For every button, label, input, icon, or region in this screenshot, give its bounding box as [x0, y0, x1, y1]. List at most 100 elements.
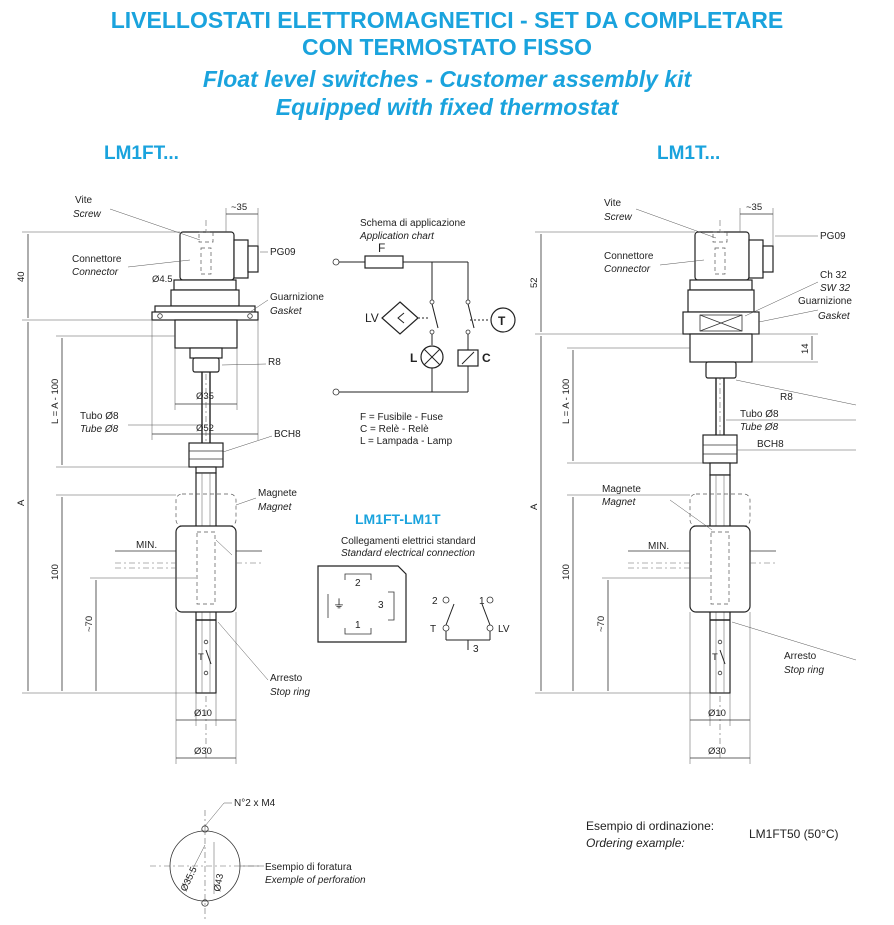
flange-note-en: Exemple of perforation: [265, 875, 366, 886]
left-tube-it: Tubo Ø8: [80, 411, 119, 422]
right-a: A: [529, 503, 540, 510]
right-connector: [694, 231, 750, 281]
left-d35: Ø35: [196, 391, 214, 402]
right-sw32: SW 32: [820, 283, 850, 294]
right-la: L = A - 100: [561, 379, 572, 424]
ground-icon: ⏚: [333, 597, 345, 611]
wiring-section: LM1FT-LM1T Collegamenti elettrici standa…: [317, 511, 510, 655]
app-chart-l: L: [410, 351, 417, 365]
left-screw-en: Screw: [73, 209, 102, 220]
title-italian-line1: LIVELLOSTATI ELETTROMAGNETICI - SET DA C…: [110, 7, 784, 33]
fuse-symbol: [364, 255, 404, 269]
right-screw-it: Vite: [604, 198, 621, 209]
right-stop-en: Stop ring: [784, 665, 824, 676]
flange-d43: Ø43: [212, 873, 226, 893]
right-magnet-en: Magnet: [602, 497, 637, 508]
right-h70: ~70: [596, 616, 607, 632]
switch-t: T: [430, 624, 436, 635]
right-stop-it: Arresto: [784, 651, 817, 662]
left-magnet-en: Magnet: [258, 502, 293, 513]
pin-2: 2: [355, 578, 361, 589]
app-chart-title-it: Schema di applicazione: [360, 218, 466, 229]
title-english-line1: Float level switches - Customer assembly…: [202, 66, 692, 92]
right-h52: 52: [529, 277, 540, 288]
left-pg09-gland: [233, 239, 249, 279]
left-gasket-en: Gasket: [270, 306, 303, 317]
model-left-label: LM1FT...: [104, 143, 179, 164]
flange-d355: Ø35.5: [179, 865, 200, 893]
left-tube-en: Tube Ø8: [80, 424, 119, 435]
lv-sensor-symbol: [381, 301, 419, 335]
left-gasket-it: Guarnizione: [270, 292, 324, 303]
model-right-label: LM1T...: [657, 143, 721, 164]
left-connector-it: Connettore: [72, 254, 122, 265]
ordering-label-en: Ordering example:: [586, 836, 685, 850]
right-gasket-en: Gasket: [818, 311, 851, 322]
flange-note-it: Esempio di foratura: [265, 862, 352, 873]
app-chart-f: F: [378, 241, 385, 255]
left-top-width: ~35: [231, 202, 247, 213]
wiring-title-en: Standard electrical connection: [341, 548, 475, 559]
right-d10: Ø10: [708, 708, 726, 719]
application-chart: Schema di applicazione Application chart…: [332, 218, 516, 447]
right-screw-en: Screw: [604, 212, 633, 223]
left-la: L = A - 100: [50, 379, 61, 424]
left-bch8-nut: [188, 442, 224, 468]
switch-lv: LV: [498, 624, 510, 635]
legend-fuse: F = Fusibile - Fuse: [360, 412, 444, 423]
right-drawing: Vite Screw ~35 PG09 Connettore Connector…: [529, 198, 857, 764]
left-stop-it: Arresto: [270, 673, 303, 684]
left-d52: Ø52: [196, 423, 214, 434]
app-chart-lv: LV: [365, 311, 379, 325]
right-r8: R8: [780, 392, 793, 403]
left-h70: ~70: [84, 616, 95, 632]
right-thermostat-t: T: [712, 652, 718, 663]
connector-face: [317, 565, 407, 643]
right-min: MIN.: [648, 541, 669, 552]
switch-1: 1: [479, 596, 485, 607]
left-bch8: BCH8: [274, 429, 301, 440]
left-magnet-float: [175, 525, 237, 613]
left-h40: 40: [16, 271, 27, 282]
pin-3: 3: [378, 600, 384, 611]
right-tube-it: Tubo Ø8: [740, 409, 779, 420]
right-tube-en: Tube Ø8: [740, 422, 779, 433]
right-pg09-gland: [748, 239, 764, 279]
wiring-title-it: Collegamenti elettrici standard: [341, 536, 476, 547]
left-flange: [154, 305, 256, 313]
left-stop-en: Stop ring: [270, 687, 310, 698]
ordering-example: Esempio di ordinazione: Ordering example…: [586, 819, 839, 850]
right-h14: 14: [800, 343, 811, 354]
left-min: MIN.: [136, 540, 157, 551]
right-connector-en: Connector: [604, 264, 651, 275]
legend-lamp: L = Lampada - Lamp: [360, 436, 453, 447]
flange-perforation: N°2 x M4 Ø35.5 Ø43 Esempio di foratura E…: [150, 798, 366, 920]
right-bch8: BCH8: [757, 439, 784, 450]
right-ch32: Ch 32: [820, 270, 847, 281]
left-pg09: PG09: [270, 247, 296, 258]
wiring-subtitle: LM1FT-LM1T: [355, 511, 441, 527]
title-italian-line2: CON TERMOSTATO FISSO: [301, 34, 593, 60]
ordering-value: LM1FT50 (50°C): [749, 827, 839, 841]
left-a: A: [16, 499, 27, 506]
app-chart-title-en: Application chart: [359, 231, 435, 242]
left-connector-en: Connector: [72, 267, 119, 278]
right-connector-it: Connettore: [604, 251, 654, 262]
right-pg09: PG09: [820, 231, 846, 242]
left-h100: 100: [50, 564, 61, 580]
left-d10: Ø10: [194, 708, 212, 719]
left-connector: [179, 231, 235, 281]
app-chart-t: T: [498, 314, 506, 328]
legend-relay: C = Relè - Relè: [360, 424, 429, 435]
right-magnet-float: [689, 525, 751, 613]
right-bch8-nut: [702, 434, 738, 464]
pin-1: 1: [355, 620, 361, 631]
left-drawing: Vite Screw ~35 PG09 Connettore Connector…: [16, 195, 324, 764]
right-gasket-it: Guarnizione: [798, 296, 852, 307]
thermostat-symbol: [490, 307, 516, 333]
left-r8: R8: [268, 357, 281, 368]
right-d30: Ø30: [708, 746, 726, 757]
right-top-width: ~35: [746, 202, 762, 213]
left-thermostat-t: T: [198, 652, 204, 663]
